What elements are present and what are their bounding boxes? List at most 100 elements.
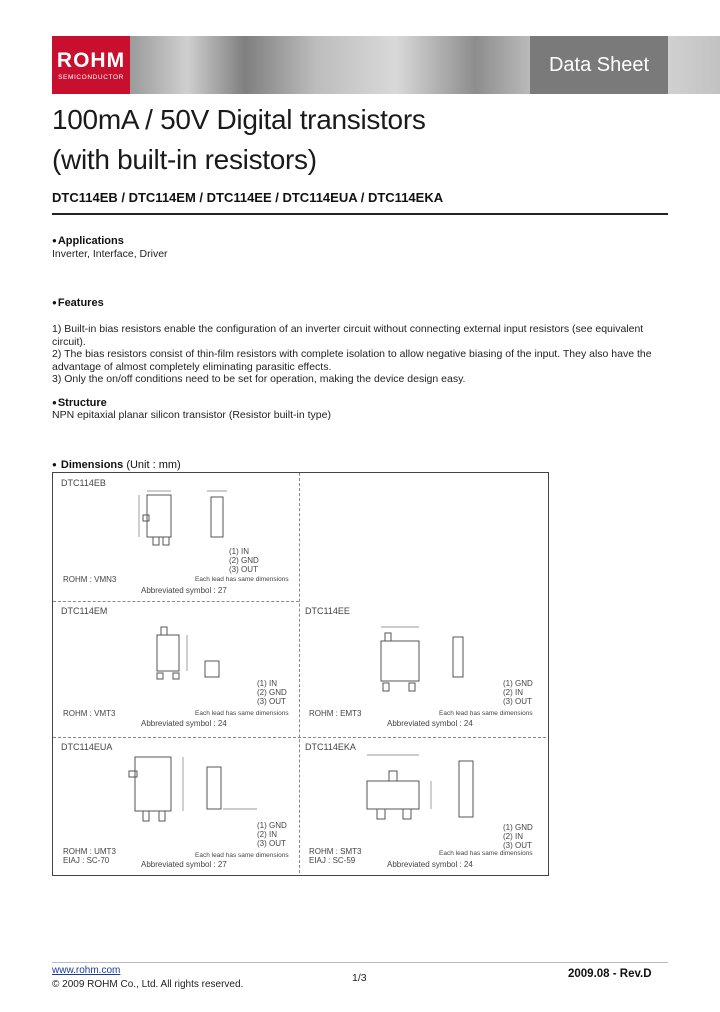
dimensions-heading-label: Dimensions: [60, 459, 124, 471]
eua-side-view: [206, 766, 222, 810]
ee-rohm-code: ROHM : EMT3: [309, 709, 362, 718]
em-abbrev-symbol: Abbreviated symbol : 24: [141, 719, 227, 728]
feature-item-3: 3) Only the on/off conditions need to be…: [52, 373, 466, 385]
em-pin-3: (3) OUT: [257, 697, 286, 706]
eb-outline-drawing: [138, 490, 227, 546]
copyright-text: © 2009 ROHM Co., Ltd. All rights reserve…: [52, 979, 244, 990]
applications-heading: Applications: [52, 235, 124, 247]
eua-pin-1: (1) GND: [257, 821, 287, 830]
em-rohm-code: ROHM : VMT3: [63, 709, 116, 718]
ee-lead-top: [384, 632, 392, 642]
separator-2: [53, 737, 546, 738]
revision-label: 2009.08 - Rev.D: [568, 968, 652, 980]
eka-side-view: [458, 760, 474, 818]
eb-pin-3: (3) OUT: [229, 565, 258, 574]
page-number: 1/3: [352, 972, 367, 984]
em-body: [156, 634, 180, 672]
structure-text: NPN epitaxial planar silicon transistor …: [52, 409, 331, 421]
eb-pin-2: (2) GND: [229, 556, 259, 565]
package-name-eb: DTC114EB: [61, 478, 106, 488]
package-name-em: DTC114EM: [61, 606, 108, 616]
eua-abbrev-symbol: Abbreviated symbol : 27: [141, 860, 227, 869]
rohm-website-link[interactable]: www.rohm.com: [52, 965, 121, 976]
structure-heading: Structure: [52, 397, 107, 409]
eb-lead-1: [142, 514, 150, 522]
eka-lead-note: Each lead has same dimensions: [439, 850, 533, 857]
rohm-logo: ROHM SEMICONDUCTOR: [52, 36, 130, 94]
ee-pin-list: (1) GND (2) IN (3) OUT: [503, 679, 533, 706]
eb-rohm-code: ROHM : VMN3: [63, 575, 117, 584]
eua-lead-2: [142, 810, 150, 822]
eua-pin-3: (3) OUT: [257, 839, 286, 848]
ee-pin-2: (2) IN: [503, 688, 523, 697]
ee-lead-2: [408, 682, 416, 692]
em-pin-2: (2) GND: [257, 688, 287, 697]
ee-lead-note: Each lead has same dimensions: [439, 710, 533, 717]
em-lead-2: [172, 672, 180, 680]
features-heading: Features: [52, 297, 104, 309]
eb-body: [146, 494, 172, 538]
feature-item-1: 1) Built-in bias resistors enable the co…: [52, 323, 644, 348]
eua-pin-list: (1) GND (2) IN (3) OUT: [257, 821, 287, 848]
em-lead-top: [160, 626, 168, 636]
eka-pin-2: (2) IN: [503, 832, 523, 841]
ee-body: [380, 640, 420, 682]
eua-body: [134, 756, 172, 812]
eua-lead-note: Each lead has same dimensions: [195, 852, 289, 859]
dimensions-box: DTC114EB (1) IN (2) GND (3) OUT ROHM : V…: [52, 472, 549, 876]
package-name-eka: DTC114EKA: [305, 742, 356, 752]
title-divider: [52, 213, 668, 215]
footer-divider: [52, 962, 668, 963]
ee-abbrev-symbol: Abbreviated symbol : 24: [387, 719, 473, 728]
eua-pin-2: (2) IN: [257, 830, 277, 839]
eb-abbrev-symbol: Abbreviated symbol : 27: [141, 586, 227, 595]
page-title-line1: 100mA / 50V Digital transistors: [52, 104, 426, 135]
eka-pin-1: (1) GND: [503, 823, 533, 832]
ee-lead-1: [382, 682, 390, 692]
part-numbers: DTC114EB / DTC114EM / DTC114EE / DTC114E…: [52, 190, 444, 205]
package-name-eua: DTC114EUA: [61, 742, 113, 752]
eka-lead-2: [402, 808, 412, 820]
package-name-ee: DTC114EE: [305, 606, 350, 616]
eb-lead-2: [152, 536, 160, 546]
eb-pin-list: (1) IN (2) GND (3) OUT: [229, 547, 259, 574]
eua-outline-drawing: [128, 756, 257, 822]
eua-eiaj-code: EIAJ : SC-70: [63, 856, 110, 865]
em-lead-note: Each lead has same dimensions: [195, 710, 289, 717]
ee-pin-3: (3) OUT: [503, 697, 532, 706]
eua-lead-3: [158, 810, 166, 822]
eka-body: [366, 780, 420, 810]
em-side-view: [204, 660, 220, 678]
eua-lead-1: [128, 770, 138, 778]
data-sheet-label: Data Sheet: [530, 36, 668, 94]
applications-text: Inverter, Interface, Driver: [52, 248, 168, 260]
eka-pin-3: (3) OUT: [503, 841, 532, 850]
dimensions-heading: Dimensions (Unit : mm): [52, 459, 181, 471]
eka-eiaj-code: EIAJ : SC-59: [309, 856, 356, 865]
em-pin-1: (1) IN: [257, 679, 277, 688]
eka-pin-list: (1) GND (2) IN (3) OUT: [503, 823, 533, 850]
page-title-line2: (with built-in resistors): [52, 144, 317, 175]
eb-lead-note: Each lead has same dimensions: [195, 576, 289, 583]
ee-side-view: [452, 636, 464, 678]
em-outline-drawing: [156, 626, 220, 680]
eb-lead-3: [162, 536, 170, 546]
eb-side-view: [210, 496, 224, 538]
ee-outline-drawing: [380, 626, 464, 692]
separator-1: [53, 601, 299, 602]
vertical-separator: [299, 473, 300, 873]
eka-abbrev-symbol: Abbreviated symbol : 24: [387, 860, 473, 869]
ee-pin-1: (1) GND: [503, 679, 533, 688]
eka-lead-top: [388, 770, 398, 782]
eka-outline-drawing: [366, 754, 474, 820]
logo-text: ROHM: [56, 49, 126, 72]
eka-lead-1: [376, 808, 386, 820]
dimensions-unit: (Unit : mm): [126, 459, 181, 471]
eb-pin-1: (1) IN: [229, 547, 249, 556]
eka-rohm-code: ROHM : SMT3: [309, 847, 362, 856]
logo-subtext: SEMICONDUCTOR: [58, 74, 124, 81]
eua-rohm-code: ROHM : UMT3: [63, 847, 116, 856]
feature-item-2: 2) The bias resistors consist of thin-fi…: [52, 348, 652, 373]
em-pin-list: (1) IN (2) GND (3) OUT: [257, 679, 287, 706]
em-lead-1: [156, 672, 164, 680]
